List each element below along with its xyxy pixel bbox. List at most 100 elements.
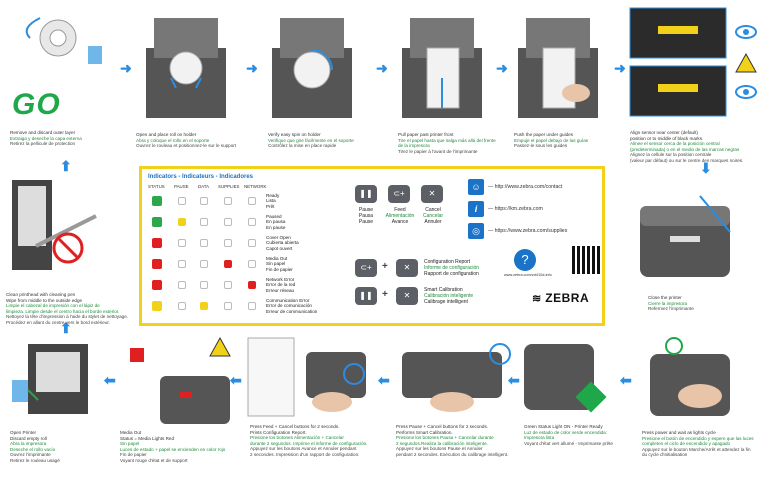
- supplies-led-icon: [224, 281, 232, 289]
- step4-illustration: [392, 8, 492, 126]
- cancel-button[interactable]: ✕: [396, 287, 418, 305]
- network-led-icon: [248, 197, 256, 205]
- header-supplies: SUPPLIES: [218, 184, 240, 189]
- info-url[interactable]: www.zebra.com/zd410d-info: [504, 273, 552, 277]
- supplies-led-icon: [224, 260, 232, 268]
- step10-caption: Press Pause + Cancel buttons for 2 secon…: [396, 424, 509, 457]
- data-led-icon: [200, 281, 208, 289]
- arrow-up-icon: ⬆: [60, 158, 72, 174]
- step1-illustration: [10, 8, 110, 78]
- arrow-left-icon: ⬅: [508, 372, 520, 388]
- data-led-icon: [200, 197, 208, 205]
- step14-illustration: [6, 176, 110, 284]
- supplies-led-icon: [224, 302, 232, 310]
- feed-button[interactable]: ⊂+: [388, 185, 410, 203]
- network-led-icon: [248, 239, 256, 247]
- zebra-mark-icon: ≋: [532, 293, 546, 305]
- step6-illustration: [628, 6, 764, 124]
- arrow-right-icon: ➜: [496, 60, 508, 76]
- network-led-icon: [248, 218, 256, 226]
- data-led-icon: [200, 260, 208, 268]
- header-data: DATA: [198, 184, 210, 189]
- arrow-left-icon: ⬅: [378, 372, 390, 388]
- step3-illustration: [262, 8, 362, 126]
- status-led-icon: [152, 259, 162, 269]
- arrow-right-icon: ➜: [376, 60, 388, 76]
- zebra-logo: ≋ ZEBRA: [532, 291, 590, 305]
- pause-led-icon: [178, 197, 186, 205]
- arrow-right-icon: ➜: [614, 60, 626, 76]
- pause-button[interactable]: ❚❚: [355, 185, 377, 203]
- supplies-led-icon: [224, 218, 232, 226]
- step8-illustration: [640, 334, 750, 424]
- arrow-up-icon: ⬆: [60, 320, 72, 336]
- network-led-icon: [248, 281, 256, 289]
- step12-illustration: [120, 336, 244, 428]
- info-panel: Indicators - Indicateurs - Indicadores S…: [139, 166, 605, 326]
- data-led-icon: [200, 239, 208, 247]
- header-pause: PAUSE: [174, 184, 189, 189]
- header-status: STATUS: [148, 184, 165, 189]
- info-icon: i: [468, 201, 484, 217]
- contact-people-icon: ☺: [468, 179, 484, 195]
- qr-code-icon[interactable]: [572, 246, 600, 274]
- supplies-led-icon: [224, 197, 232, 205]
- step13-illustration: [8, 340, 100, 424]
- cancel-button[interactable]: ✕: [396, 259, 418, 277]
- supplies-led-icon: [224, 239, 232, 247]
- cancel-button[interactable]: ✕: [421, 185, 443, 203]
- feed-button[interactable]: ⊂+: [355, 259, 377, 277]
- status-led-icon: [152, 217, 162, 227]
- arrow-left-icon: ⬅: [620, 372, 632, 388]
- step10-illustration: [392, 334, 520, 418]
- supplies-roll-icon: ◎: [468, 223, 484, 239]
- pause-led-icon: [178, 218, 186, 226]
- step2-illustration: [136, 8, 236, 126]
- go-label: GO: [12, 88, 61, 121]
- arrow-right-icon: ➜: [246, 60, 258, 76]
- supplies-link[interactable]: — https://www.zebra.com/supplies: [488, 228, 568, 234]
- contact-link[interactable]: — http://www.zebra.com/contact: [488, 184, 563, 190]
- network-led-icon: [248, 302, 256, 310]
- status-led-icon: [152, 301, 162, 311]
- pause-button[interactable]: ❚❚: [355, 287, 377, 305]
- pause-led-icon: [178, 281, 186, 289]
- step7-illustration: [630, 192, 740, 282]
- knowledge-link[interactable]: — https://km.zebra.com: [488, 206, 543, 212]
- step11-illustration: [246, 334, 374, 418]
- status-led-icon: [152, 196, 162, 206]
- arrow-left-icon: ⬅: [230, 372, 242, 388]
- plus-icon: +: [382, 261, 388, 272]
- status-led-icon: [152, 280, 162, 290]
- status-led-icon: [152, 238, 162, 248]
- step6-caption: Align sensor near center (default)positi…: [630, 130, 744, 163]
- arrow-left-icon: ⬅: [104, 372, 116, 388]
- header-network: NETWORK: [244, 184, 267, 189]
- pause-led-icon: [178, 239, 186, 247]
- data-led-icon: [200, 218, 208, 226]
